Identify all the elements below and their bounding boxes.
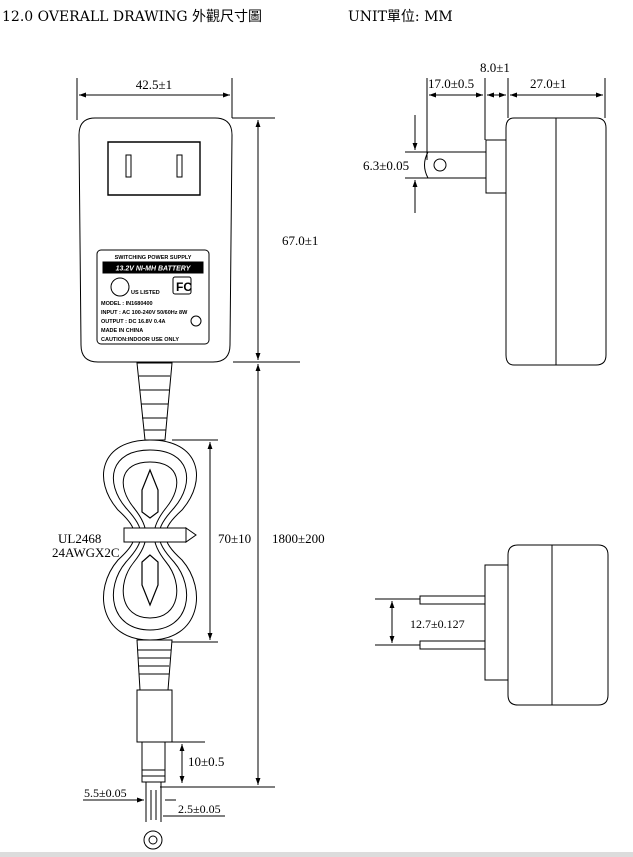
fcc-logo: FC <box>176 280 192 294</box>
dc-plug <box>136 639 173 850</box>
label-line1: SWITCHING POWER SUPPLY <box>115 255 192 261</box>
rating-label <box>96 249 210 345</box>
prong-thickness-dimension: 6.3±0.05 <box>363 158 409 173</box>
bottom-view <box>375 544 609 706</box>
plug-length-dimension: 10±0.5 <box>188 754 224 769</box>
height-dimension: 67.0±1 <box>282 233 318 248</box>
ul-listed-text: US LISTED <box>131 290 160 296</box>
side-body <box>505 117 607 366</box>
label-model: MODEL : IN1680400 <box>101 301 153 307</box>
label-made: MADE IN CHINA <box>101 328 143 334</box>
drawing-header: 12.0 OVERALL DRAWING 外觀尺寸圖 UNIT單位: MM <box>2 6 453 26</box>
adapter-body <box>78 117 233 363</box>
width-dimension: 42.5±1 <box>136 77 172 92</box>
coiled-cable <box>103 439 197 641</box>
base-dimension: 8.0±1 <box>480 60 510 75</box>
label-text: SWITCHING POWER SUPPLY 13.2V NI-MH BATTE… <box>101 255 192 343</box>
cable-spec-line2: 24AWGX2C <box>52 545 120 560</box>
plug-od-dimension: 5.5±0.05 <box>84 786 127 800</box>
side-view <box>405 78 607 366</box>
bottom-scroll-edge <box>0 852 633 857</box>
plug-id-dimension: 2.5±0.05 <box>178 802 221 816</box>
prong-spacing-dimension: 12.7±0.127 <box>410 617 465 631</box>
socket-outline <box>107 141 201 196</box>
label-caution: CAUTION:INDOOR USE ONLY <box>101 337 179 343</box>
cable-length-dimension: 1800±200 <box>272 531 325 546</box>
unit-label: UNIT單位: MM <box>348 9 453 25</box>
label-input: INPUT : AC 100-240V 50/60Hz 8W <box>101 310 188 316</box>
label-output: OUTPUT : DC 16.8V 0.4A <box>101 319 166 325</box>
label-line2: 13.2V NI-MH BATTERY <box>116 266 192 273</box>
drawing-title: 12.0 OVERALL DRAWING 外觀尺寸圖 <box>2 9 262 25</box>
cable-spec-line1: UL2468 <box>58 531 101 546</box>
strain-relief <box>136 362 173 441</box>
prong-length-dimension: 17.0±0.5 <box>428 76 474 91</box>
body-depth-dimension: 27.0±1 <box>530 76 566 91</box>
front-view <box>76 78 300 850</box>
coil-dimension: 70±10 <box>218 531 251 546</box>
